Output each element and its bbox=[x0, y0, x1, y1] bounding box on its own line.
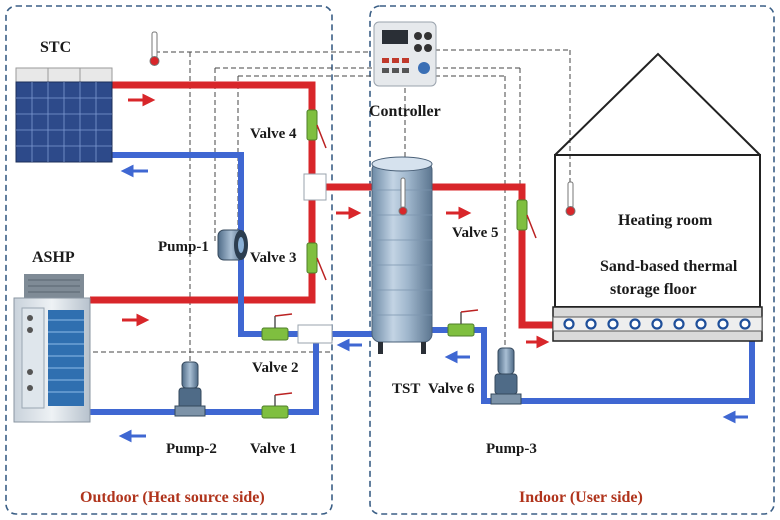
ashp-heat-pump bbox=[13, 274, 91, 423]
zone-title-outdoor: Outdoor (Heat source side) bbox=[80, 489, 265, 506]
thermometer-icon bbox=[149, 31, 160, 66]
valve-4 bbox=[306, 109, 327, 149]
arrow-cold-ashp bbox=[118, 429, 146, 443]
zone-title-indoor: Indoor (User side) bbox=[519, 489, 643, 506]
hot-water-pipes bbox=[90, 81, 553, 329]
label-pump1: Pump-1 bbox=[158, 239, 209, 255]
arrow-hot-ashp bbox=[122, 313, 150, 327]
arrow-hot-floor bbox=[526, 335, 550, 349]
label-valve2: Valve 2 bbox=[252, 360, 299, 376]
label-valve5: Valve 5 bbox=[452, 225, 499, 241]
pump-2 bbox=[174, 361, 206, 417]
outdoor-zone-border bbox=[5, 5, 333, 515]
label-stc: STC bbox=[40, 39, 71, 56]
stc-solar-collector bbox=[15, 67, 113, 163]
label-controller: Controller bbox=[369, 103, 441, 120]
control-signal-lines bbox=[85, 49, 571, 370]
indoor-zone-border bbox=[369, 5, 775, 515]
valve-6 bbox=[447, 309, 479, 337]
valve-5 bbox=[516, 199, 537, 239]
flow-arrows bbox=[118, 93, 748, 443]
label-pump3: Pump-3 bbox=[486, 441, 537, 457]
arrow-cold-valve6 bbox=[444, 350, 470, 364]
pump-1 bbox=[217, 229, 248, 261]
label-valve3: Valve 3 bbox=[250, 250, 297, 266]
tee-junction bbox=[297, 173, 333, 344]
tst-storage-tank bbox=[371, 156, 433, 354]
label-floor-line1: Sand-based thermal bbox=[600, 258, 738, 275]
valve-1 bbox=[261, 392, 293, 419]
controller-device bbox=[373, 21, 437, 87]
arrow-cold-tst bbox=[336, 338, 362, 352]
arrow-hot-stc bbox=[128, 93, 156, 107]
pump-3 bbox=[490, 347, 522, 405]
valve-3 bbox=[306, 242, 327, 281]
label-pump2: Pump-2 bbox=[166, 441, 217, 457]
label-heating-room: Heating room bbox=[618, 212, 713, 229]
label-valve6: Valve 6 bbox=[428, 381, 475, 397]
valve-2 bbox=[261, 313, 293, 341]
label-ashp: ASHP bbox=[32, 249, 75, 266]
arrow-cold-return bbox=[722, 410, 748, 424]
label-valve1: Valve 1 bbox=[250, 441, 297, 457]
label-floor-line2: storage floor bbox=[610, 281, 697, 298]
label-valve4: Valve 4 bbox=[250, 126, 297, 142]
arrow-hot-tst-out bbox=[446, 206, 472, 220]
arrow-cold-stc bbox=[120, 164, 148, 178]
label-tst: TST bbox=[392, 381, 420, 397]
heating-room bbox=[552, 52, 763, 342]
thermometer-icon bbox=[565, 181, 576, 216]
arrow-hot-tst-in bbox=[336, 206, 362, 220]
